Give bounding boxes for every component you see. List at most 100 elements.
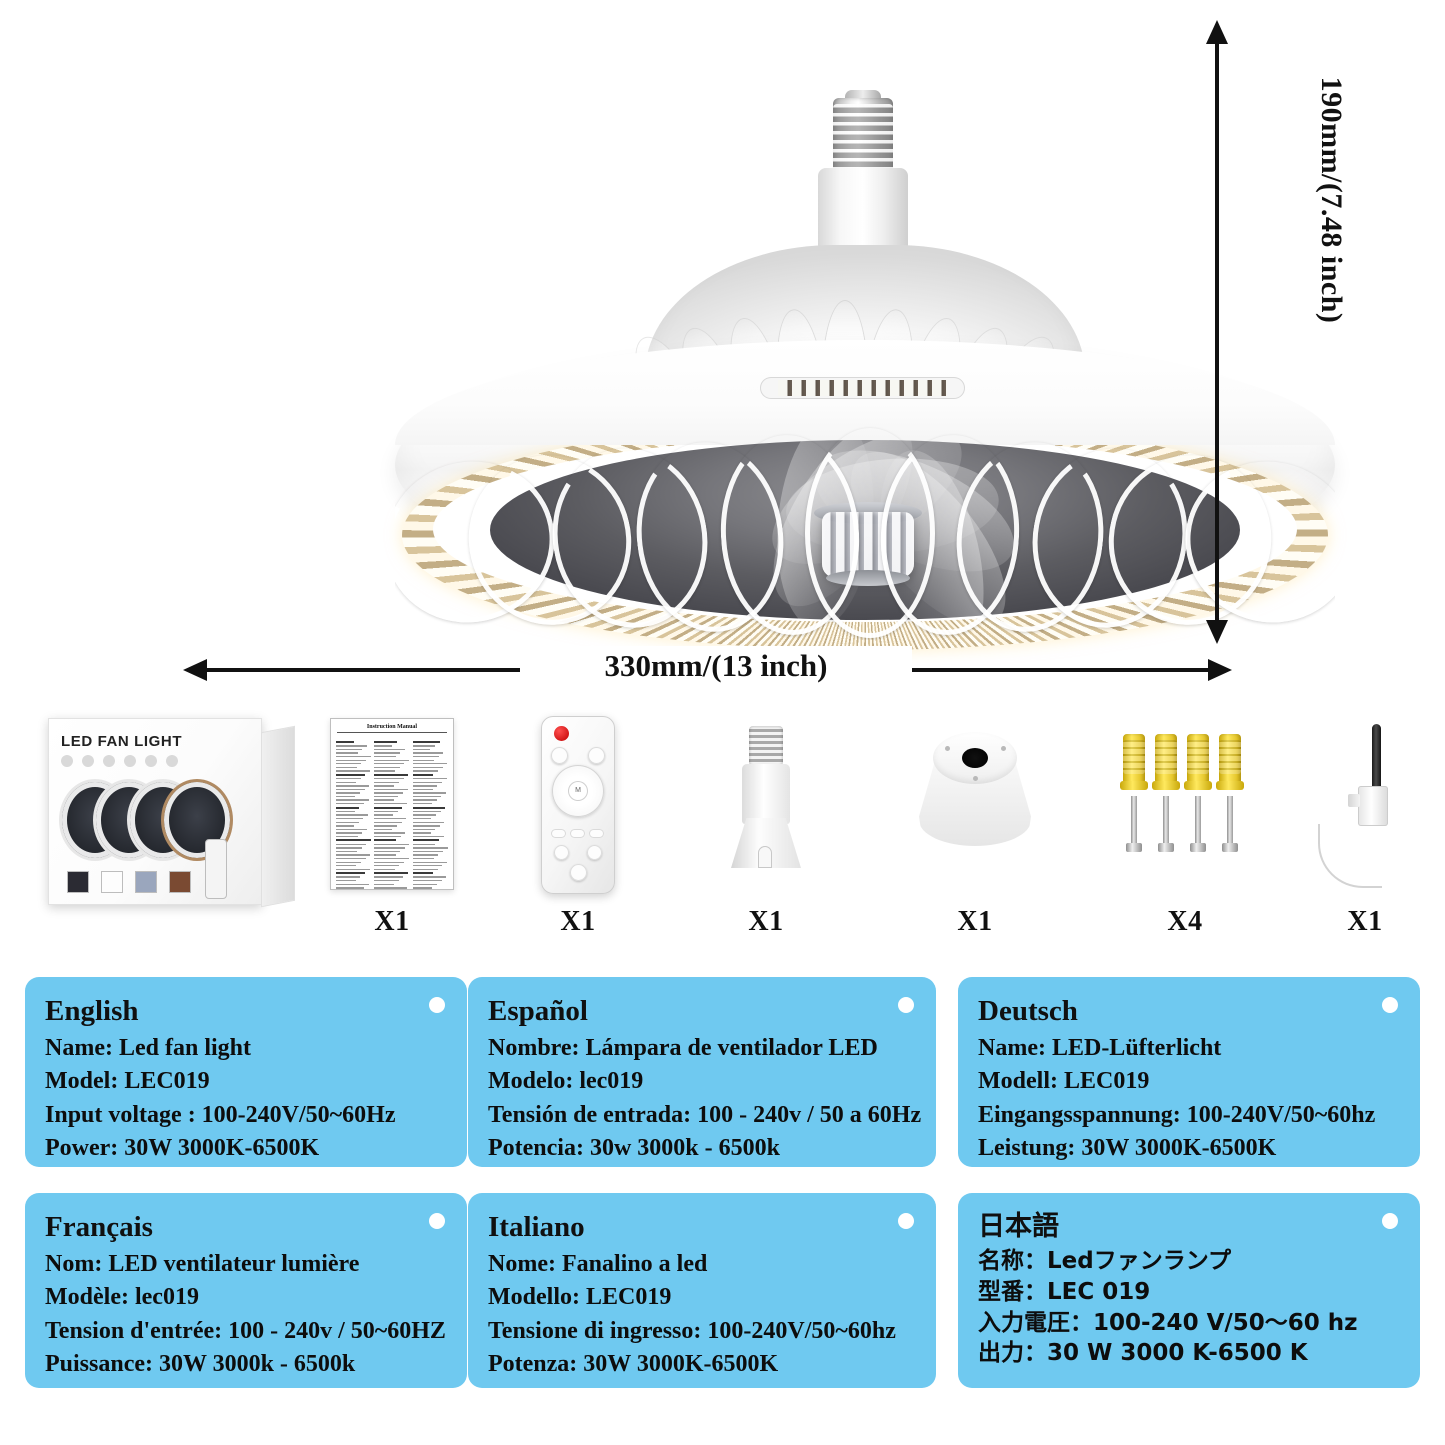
remote-control-art: M xyxy=(498,708,658,903)
spec-card-espanol: Español Nombre: Lámpara de ventilador LE… xyxy=(468,977,936,1167)
spec-line-power-deutsch: Leistung: 30W 3000K-6500K xyxy=(978,1134,1277,1161)
manual-text-line xyxy=(336,752,358,754)
spec-line-name-english: Name: Led fan light xyxy=(45,1035,251,1062)
package-box-side-panel xyxy=(261,725,295,908)
manual-text-line xyxy=(412,803,433,805)
manual-text-line xyxy=(412,814,436,816)
manual-text-line xyxy=(336,770,370,772)
manual-text-line xyxy=(374,741,397,743)
package-box: LED FAN LIGHT xyxy=(48,718,295,908)
accessory-qty-adapter: X1 xyxy=(748,906,784,937)
antenna-icon xyxy=(1372,724,1381,792)
spec-line-power-francais: Puissance: 30W 3000k - 6500k xyxy=(45,1350,356,1377)
manual-text-line xyxy=(336,828,368,831)
product-hero: 190mm/(7.48 inch) 330mm/(13 inch) xyxy=(0,0,1445,700)
accessory-retail-package: LED FAN LIGHT xyxy=(30,702,315,942)
spec-line-voltage-english: Input voltage : 100-240V/50~60Hz xyxy=(45,1101,396,1128)
manual-text-line xyxy=(412,752,444,754)
manual-text-line xyxy=(336,850,358,853)
manual-text-line xyxy=(336,817,364,820)
manual-text-line xyxy=(374,825,397,827)
ceiling-mount-art xyxy=(890,708,1060,903)
manual-text-line xyxy=(336,876,361,878)
timer-2h-button-icon xyxy=(570,829,585,838)
manual-text-line xyxy=(336,887,365,889)
spec-card-title-english: English xyxy=(45,995,139,1027)
manual-text-line xyxy=(374,854,396,856)
receiver-wire xyxy=(1318,824,1382,888)
manual-text-line xyxy=(374,843,410,846)
accessory-qty-manual: X1 xyxy=(374,906,410,937)
spec-card-japanese: 日本語 名称：Ledファンランプ 型番：LEC 019 入力電圧：100-240… xyxy=(958,1193,1420,1388)
light-button-icon xyxy=(551,747,568,764)
manual-text-line xyxy=(336,832,363,834)
manual-text-line xyxy=(374,795,399,798)
manual-text-line xyxy=(336,803,364,805)
spec-card-title-italiano: Italiano xyxy=(488,1211,585,1243)
spec-line-power-italiano: Potenza: 30W 3000K-6500K xyxy=(488,1350,779,1377)
accessory-socket-adapter: X1 xyxy=(686,708,846,948)
manual-text-line xyxy=(374,887,408,889)
spec-line-model-italiano: Modello: LEC019 xyxy=(488,1284,672,1311)
spec-line-name-francais: Nom: LED ventilateur lumière xyxy=(45,1251,360,1278)
cage-bar xyxy=(805,428,935,638)
spec-line-name-japanese: 名称：Ledファンランプ xyxy=(978,1248,1232,1275)
manual-text-line xyxy=(412,748,431,751)
manual-text-line xyxy=(336,785,370,787)
package-box-title: LED FAN LIGHT xyxy=(61,733,183,750)
mount-screw-hole-3 xyxy=(973,776,978,781)
remote-control-body: M xyxy=(541,716,615,894)
socket-adapter-art xyxy=(686,708,846,903)
accessory-qty-receiver: X1 xyxy=(1347,906,1383,937)
led-fan-light-product-image xyxy=(190,40,1335,650)
manual-text-line xyxy=(374,828,393,831)
manual-text-line xyxy=(374,876,404,878)
accessory-qty-remote: X1 xyxy=(560,906,596,937)
manual-text-line xyxy=(336,883,369,885)
manual-text-line xyxy=(374,810,398,813)
manual-text-columns xyxy=(336,741,448,889)
manual-text-line xyxy=(412,839,440,842)
manual-text-line xyxy=(374,883,395,885)
arrow-up-icon xyxy=(1206,20,1228,44)
manual-text-line xyxy=(412,821,445,823)
manual-text-line xyxy=(374,880,399,882)
spec-line-voltage-japanese: 入力電圧：100-240 V/50～60 hz xyxy=(978,1309,1358,1336)
anchors-screws-art xyxy=(1100,708,1270,903)
spec-line-model-japanese: 型番：LEC 019 xyxy=(978,1278,1151,1305)
manual-text-line xyxy=(336,872,365,875)
manual-text-line xyxy=(374,803,407,805)
mount-screw-hole-2 xyxy=(1001,746,1006,751)
manual-text-line xyxy=(336,835,358,838)
screw-3 xyxy=(1190,796,1206,852)
screw-2 xyxy=(1158,796,1174,852)
manual-text-line xyxy=(374,821,402,823)
manual-text-line xyxy=(336,788,365,791)
manual-text-line xyxy=(412,795,442,798)
adapter-middle xyxy=(742,764,790,824)
manual-text-line xyxy=(374,872,408,875)
manual-text-line xyxy=(336,825,355,827)
spec-line-power-espanol: Potencia: 30w 3000k - 6500k xyxy=(488,1134,780,1161)
reverse-button-icon xyxy=(554,845,569,860)
manual-text-line xyxy=(336,810,355,813)
spec-card-english: English Name: Led fan light Model: LEC01… xyxy=(25,977,467,1167)
receiver-module xyxy=(1358,786,1388,826)
screw-4 xyxy=(1222,796,1238,852)
accessory-remote-control: M X1 xyxy=(498,708,658,948)
color-swatch-brown xyxy=(169,871,191,893)
manual-text-line xyxy=(374,799,394,801)
manual-text-line xyxy=(412,883,438,885)
spec-card-title-francais: Français xyxy=(45,1211,153,1243)
manual-text-line xyxy=(412,778,447,780)
manual-text-line xyxy=(336,759,367,761)
manual-text-line xyxy=(374,745,392,747)
manual-text-line xyxy=(336,781,357,783)
spec-line-model-english: Model: LEC019 xyxy=(45,1068,210,1095)
manual-text-line xyxy=(412,880,442,882)
manual-sheet: Instruction Manual xyxy=(330,718,454,890)
manual-text-line xyxy=(336,766,357,769)
manual-text-line xyxy=(374,773,409,776)
manual-text-line xyxy=(412,887,433,889)
manual-text-line xyxy=(374,814,394,816)
